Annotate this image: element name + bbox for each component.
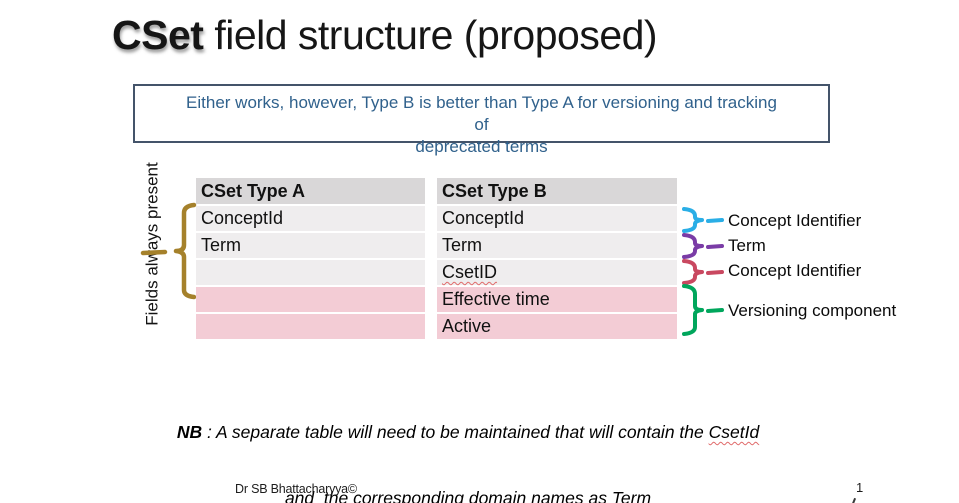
table-header-cset-type-a: CSet Type A — [196, 178, 425, 204]
nb-csetid: CsetId — [708, 422, 760, 442]
left-brace-icon — [140, 202, 197, 300]
nb-label: NB — [176, 422, 203, 442]
callout-line: Either works, however, Type B is better … — [186, 93, 777, 112]
table-cell — [196, 260, 425, 285]
table-cell: Active — [437, 314, 677, 339]
table-cell-csetid: CsetID — [442, 262, 498, 282]
table-cell: Term — [437, 233, 677, 258]
table-cell — [196, 287, 425, 312]
nb-note: NB : A separate table will need to be ma… — [118, 377, 818, 503]
callout-line: of — [474, 115, 489, 134]
table-cell: ConceptId — [437, 206, 677, 231]
footer-author: Dr SB Bhattacharyya© — [235, 482, 357, 496]
table-header-cset-type-b: CSet Type B — [437, 178, 677, 204]
table-cell: Effective time — [437, 287, 677, 312]
table-column-type-b: CSet Type B ConceptId Term CsetID Effect… — [437, 178, 677, 339]
table-cell — [196, 314, 425, 339]
annotation-concept-identifier-1: Concept Identifier — [728, 211, 862, 230]
page-mark — [851, 497, 857, 503]
table-column-type-a: CSet Type A ConceptId Term — [196, 178, 425, 339]
title-highlight: CSet — [112, 12, 204, 58]
nb-note-line2: and the corresponding domain names as Te… — [284, 488, 652, 503]
nb-separator: : — [202, 422, 217, 442]
cset-id-brace-icon — [682, 259, 724, 285]
table-cell: ConceptId — [196, 206, 425, 231]
nb-note-line1: NB : A separate table will need to be ma… — [118, 421, 818, 443]
term-brace-icon — [682, 233, 724, 259]
annotation-versioning-component: Versioning component — [728, 301, 897, 320]
page-number: 1 — [856, 480, 864, 495]
slide-title: CSet field structure (proposed) — [112, 12, 658, 59]
title-rest: field structure (proposed) — [203, 12, 658, 58]
versioning-brace-icon — [682, 284, 724, 336]
nb-body: A separate table will need to be maintai… — [216, 422, 709, 442]
concept-id-brace-icon — [682, 207, 724, 233]
callout-box: Either works, however, Type B is better … — [133, 84, 830, 156]
table-cell: Term — [196, 233, 425, 258]
annotation-concept-identifier-2: Concept Identifier — [728, 261, 862, 280]
table-cell: CsetID — [437, 260, 677, 285]
callout-line: deprecated terms — [415, 137, 548, 156]
annotation-term: Term — [728, 236, 766, 255]
